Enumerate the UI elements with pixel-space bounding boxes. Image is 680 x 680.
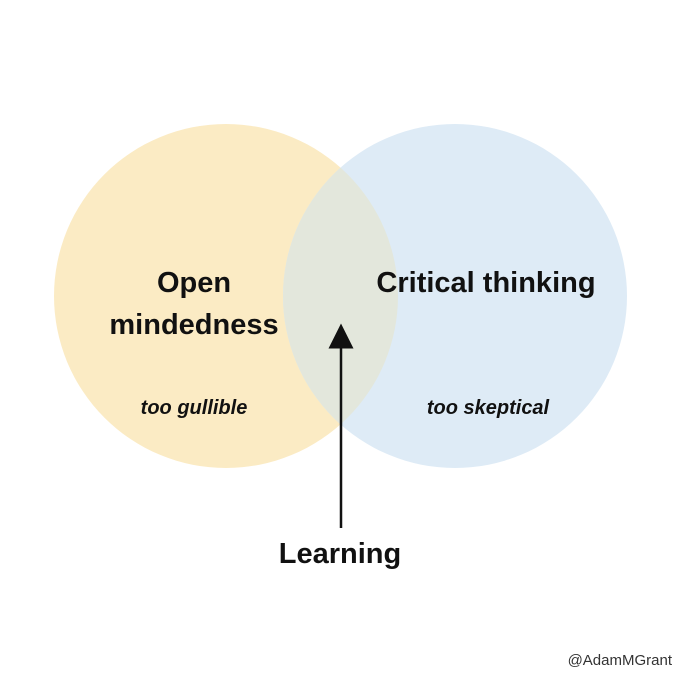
critical-thinking-label: Critical thinking xyxy=(376,267,596,299)
too-skeptical-note: too skeptical xyxy=(426,397,550,419)
learning-label: Learning xyxy=(278,538,402,570)
open-mindedness-label: Open mindedness xyxy=(109,267,279,341)
author-credit: @AdamMGrant xyxy=(567,652,672,669)
overlap-region xyxy=(283,124,398,468)
too-gullible-note: too gullible xyxy=(140,397,248,419)
